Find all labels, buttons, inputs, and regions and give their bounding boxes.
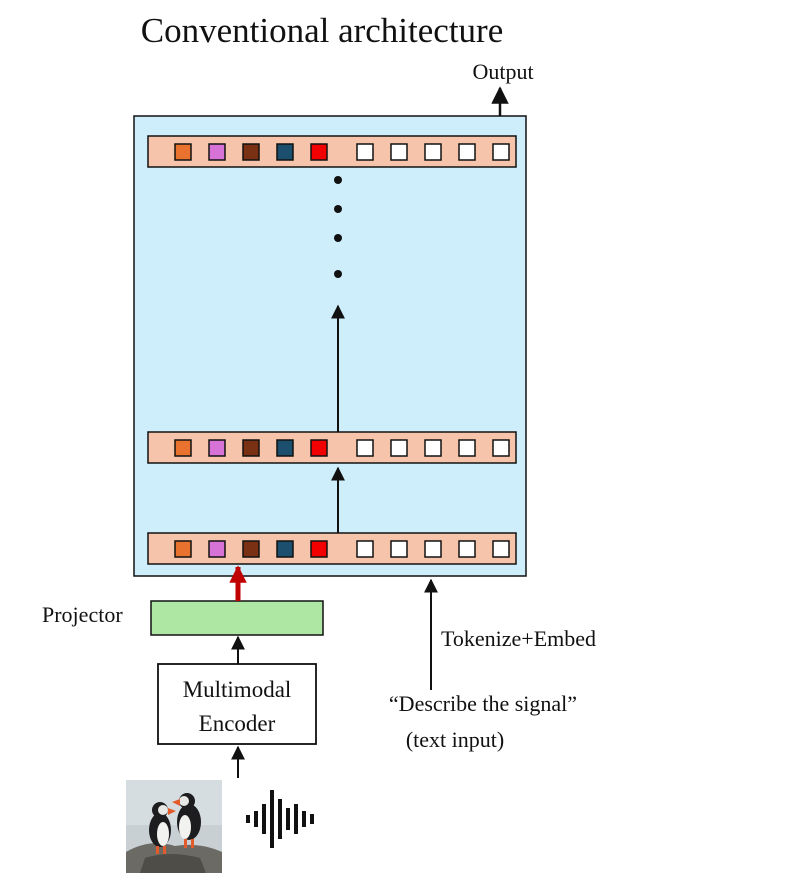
text-token (356, 540, 374, 558)
multimodal-token (310, 143, 328, 161)
token-row-top (147, 135, 517, 168)
text-token (458, 143, 476, 161)
text-token (390, 439, 408, 457)
ellipsis-dots (334, 176, 342, 278)
prompt-note: (text input) (406, 727, 504, 752)
text-token (492, 439, 510, 457)
encoder-label-line1: Multimodal (183, 677, 292, 702)
multimodal-token (174, 143, 192, 161)
text-token (458, 540, 476, 558)
waveform-bar (286, 808, 290, 830)
multimodal-token (242, 143, 260, 161)
llm-block (133, 115, 527, 577)
waveform-bar (310, 814, 314, 824)
text-token (458, 439, 476, 457)
text-token (390, 540, 408, 558)
diagram-title: Conventional architecture (141, 11, 504, 50)
multimodal-token (310, 439, 328, 457)
ellipsis-dot (334, 270, 342, 278)
text-token (356, 143, 374, 161)
waveform-bar (294, 804, 298, 834)
multimodal-encoder-block (157, 663, 317, 745)
ellipsis-dot (334, 234, 342, 242)
puffins-image (126, 780, 222, 873)
waveform-bar (262, 804, 266, 834)
text-token (424, 439, 442, 457)
token-row-middle (147, 431, 517, 464)
multimodal-token (208, 439, 226, 457)
text-token (390, 143, 408, 161)
multimodal-token (276, 143, 294, 161)
text-token (492, 143, 510, 161)
text-token (492, 540, 510, 558)
audio-waveform-icon (246, 790, 314, 848)
text-token (424, 540, 442, 558)
projector-label: Projector (42, 602, 123, 627)
waveform-bar (270, 790, 274, 848)
multimodal-token (310, 540, 328, 558)
tokenize-embed-label: Tokenize+Embed (441, 626, 596, 651)
text-token (356, 439, 374, 457)
multimodal-token (276, 439, 294, 457)
waveform-bar (302, 811, 306, 827)
waveform-bar (254, 811, 258, 827)
multimodal-token (208, 143, 226, 161)
text-token (424, 143, 442, 161)
encoder-label-line2: Encoder (199, 711, 276, 736)
prompt-text: “Describe the signal” (389, 691, 577, 716)
multimodal-token (276, 540, 294, 558)
multimodal-token (208, 540, 226, 558)
projector-block (150, 600, 324, 636)
output-label: Output (472, 59, 533, 84)
token-rows (147, 135, 517, 565)
multimodal-token (242, 540, 260, 558)
multimodal-token (174, 540, 192, 558)
multimodal-token (242, 439, 260, 457)
waveform-bar (278, 799, 282, 839)
waveform-bar (246, 815, 250, 823)
ellipsis-dot (334, 176, 342, 184)
multimodal-token (174, 439, 192, 457)
ellipsis-dot (334, 205, 342, 213)
